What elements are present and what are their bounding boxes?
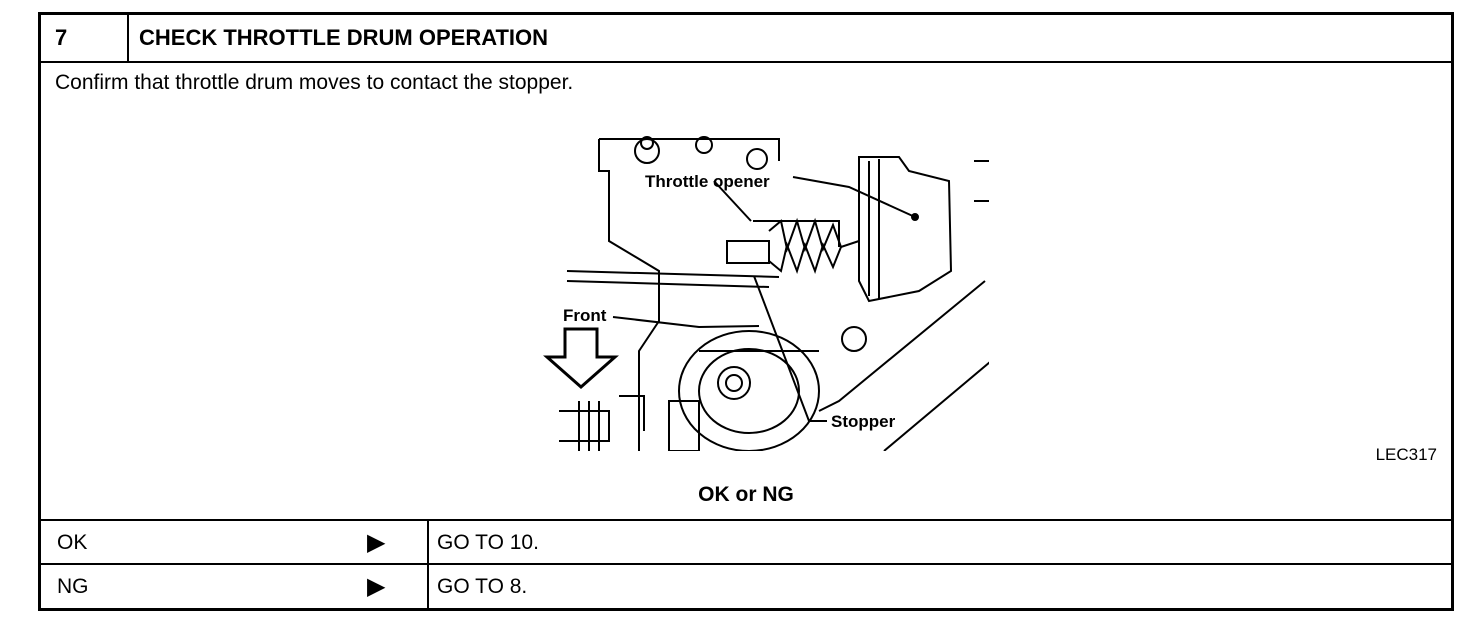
divider [427,521,429,565]
step-table: 7 CHECK THROTTLE DRUM OPERATION Confirm … [38,12,1454,611]
result-row-ng: NG ▶ GO TO 8. [41,563,1451,609]
result-action: GO TO 10. [437,531,539,554]
result-row-ok: OK ▶ GO TO 10. [41,519,1451,565]
result-label: NG [57,575,89,598]
result-heading: OK or NG [698,483,794,506]
step-header: 7 CHECK THROTTLE DRUM OPERATION [41,15,1451,63]
label-front: Front [563,306,607,325]
arrow-right-icon: ▶ [367,529,386,556]
result-action: GO TO 8. [437,575,528,598]
step-number: 7 [41,15,129,61]
label-throttle-opener: Throttle opener [645,172,770,191]
label-stopper: Stopper [831,412,896,431]
divider [427,565,429,609]
throttle-drum-illustration: Throttle opener Front Stopper [543,136,989,451]
step-title: CHECK THROTTLE DRUM OPERATION [139,25,549,50]
arrow-right-icon: ▶ [367,573,386,600]
instruction-text: Confirm that throttle drum moves to cont… [55,71,574,94]
result-label: OK [57,531,88,554]
figure-code: LEC317 [1375,445,1437,464]
